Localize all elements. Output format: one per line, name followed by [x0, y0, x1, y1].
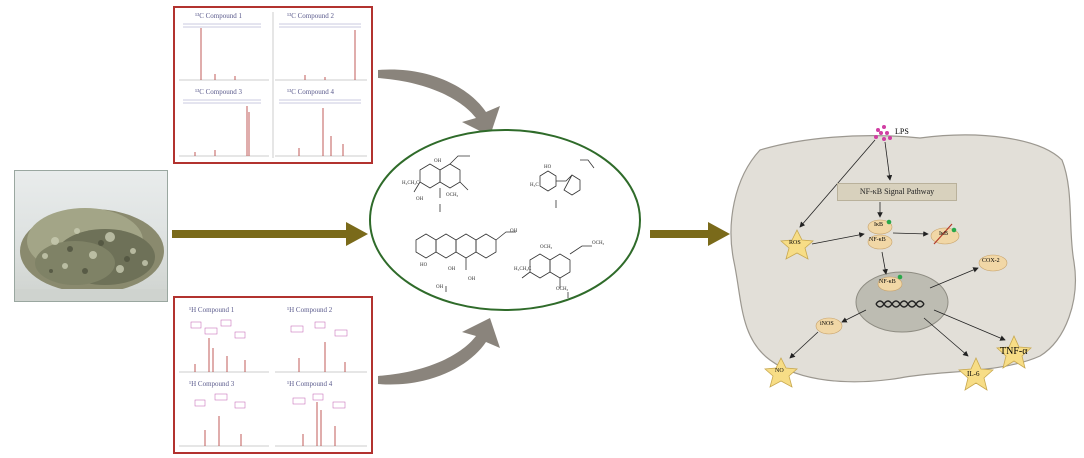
spectrum-label-c3: ¹³C Compound 3: [195, 88, 242, 96]
svg-text:H₃CH₂C: H₃CH₂C: [402, 181, 420, 186]
no-label: NO: [775, 368, 784, 374]
ikb-degraded-label: IκB: [939, 231, 949, 237]
no-star-icon: [764, 357, 798, 388]
svg-text:OCH₃: OCH₃: [446, 193, 459, 198]
dried-herb-icon: [15, 208, 167, 301]
svg-text:OH: OH: [510, 229, 518, 234]
c13-spectra-plots: [179, 12, 367, 158]
ros-label: ROS: [789, 240, 801, 246]
tnf-label: TNF-α: [1000, 346, 1028, 357]
cox2-oval: [978, 254, 1008, 272]
ikb-label: IκB: [874, 222, 884, 228]
compound-structures: [413, 155, 595, 298]
compounds-ellipse: [369, 129, 641, 311]
svg-text:H₃CH₂C: H₃CH₂C: [514, 267, 532, 272]
spectrum-label-h2: ¹H Compound 2: [287, 306, 333, 314]
spectrum-label-h1: ¹H Compound 1: [189, 306, 235, 314]
svg-text:H₃C: H₃C: [530, 183, 539, 188]
svg-text:OH: OH: [448, 267, 456, 272]
svg-text:OH: OH: [434, 159, 442, 164]
compound-atom-labels: OH H₃CH₂C OCH₃ OH HO H₃C HO OH OH OH OH OCH₃ H₃C…: [402, 159, 605, 292]
h1-nmr-spectra-panel: ¹H Compound 1 ¹H Compound 2 ¹H Compound …: [173, 296, 373, 454]
arrow-herb-to-compounds: [172, 222, 368, 246]
svg-text:OH: OH: [436, 285, 444, 290]
lps-particles: [874, 125, 892, 141]
tnf-star-icon: [996, 335, 1032, 369]
svg-text:OCH₃: OCH₃: [592, 241, 605, 246]
svg-text:OCH₃: OCH₃: [556, 287, 569, 292]
ikb-oval: [867, 219, 893, 235]
curved-arrow-top: [378, 69, 500, 136]
inos-label: iNOS: [820, 321, 834, 327]
cell-membrane: [730, 134, 1076, 383]
spectrum-label-h4: ¹H Compound 4: [287, 380, 333, 388]
cox2-label: COX-2: [982, 258, 1000, 264]
c13-nmr-spectra-panel: ¹³C Compound 1 ¹³C Compound 2 ¹³C Compou…: [173, 6, 373, 164]
spectrum-label-c4: ¹³C Compound 4: [287, 88, 334, 96]
svg-text:HO: HO: [420, 263, 428, 268]
svg-text:OCH₃: OCH₃: [540, 245, 553, 250]
il6-label: IL-6: [967, 370, 980, 378]
svg-text:OH: OH: [416, 197, 424, 202]
spectrum-label-c1: ¹³C Compound 1: [195, 12, 242, 20]
ros-star-icon: [780, 229, 814, 260]
svg-text:HO: HO: [544, 165, 552, 170]
svg-text:OH: OH: [468, 277, 476, 282]
nfkb-oval-nucleus: [877, 276, 903, 292]
spectrum-label-h3: ¹H Compound 3: [189, 380, 235, 388]
lps-label: LPS: [895, 127, 909, 136]
spectrum-label-c2: ¹³C Compound 2: [287, 12, 334, 20]
arrow-compounds-to-cell: [650, 222, 730, 246]
nfkb-nucleus-label: NF-κB: [879, 279, 896, 285]
nfkb-signal-pathway-box: NF-κB Signal Pathway: [837, 183, 957, 201]
inos-oval: [815, 317, 843, 335]
il6-star-icon: [958, 357, 994, 391]
nfkb-cytoplasm-label: NF-κB: [869, 237, 886, 243]
herb-material-photo: [14, 170, 168, 302]
nfkb-oval-cytoplasm: [867, 234, 893, 250]
h1-spectra-plots: [179, 319, 367, 447]
pathway-arrows: [789, 139, 1006, 359]
curved-arrow-bottom: [378, 318, 500, 385]
phosphate-dots: [886, 219, 957, 280]
